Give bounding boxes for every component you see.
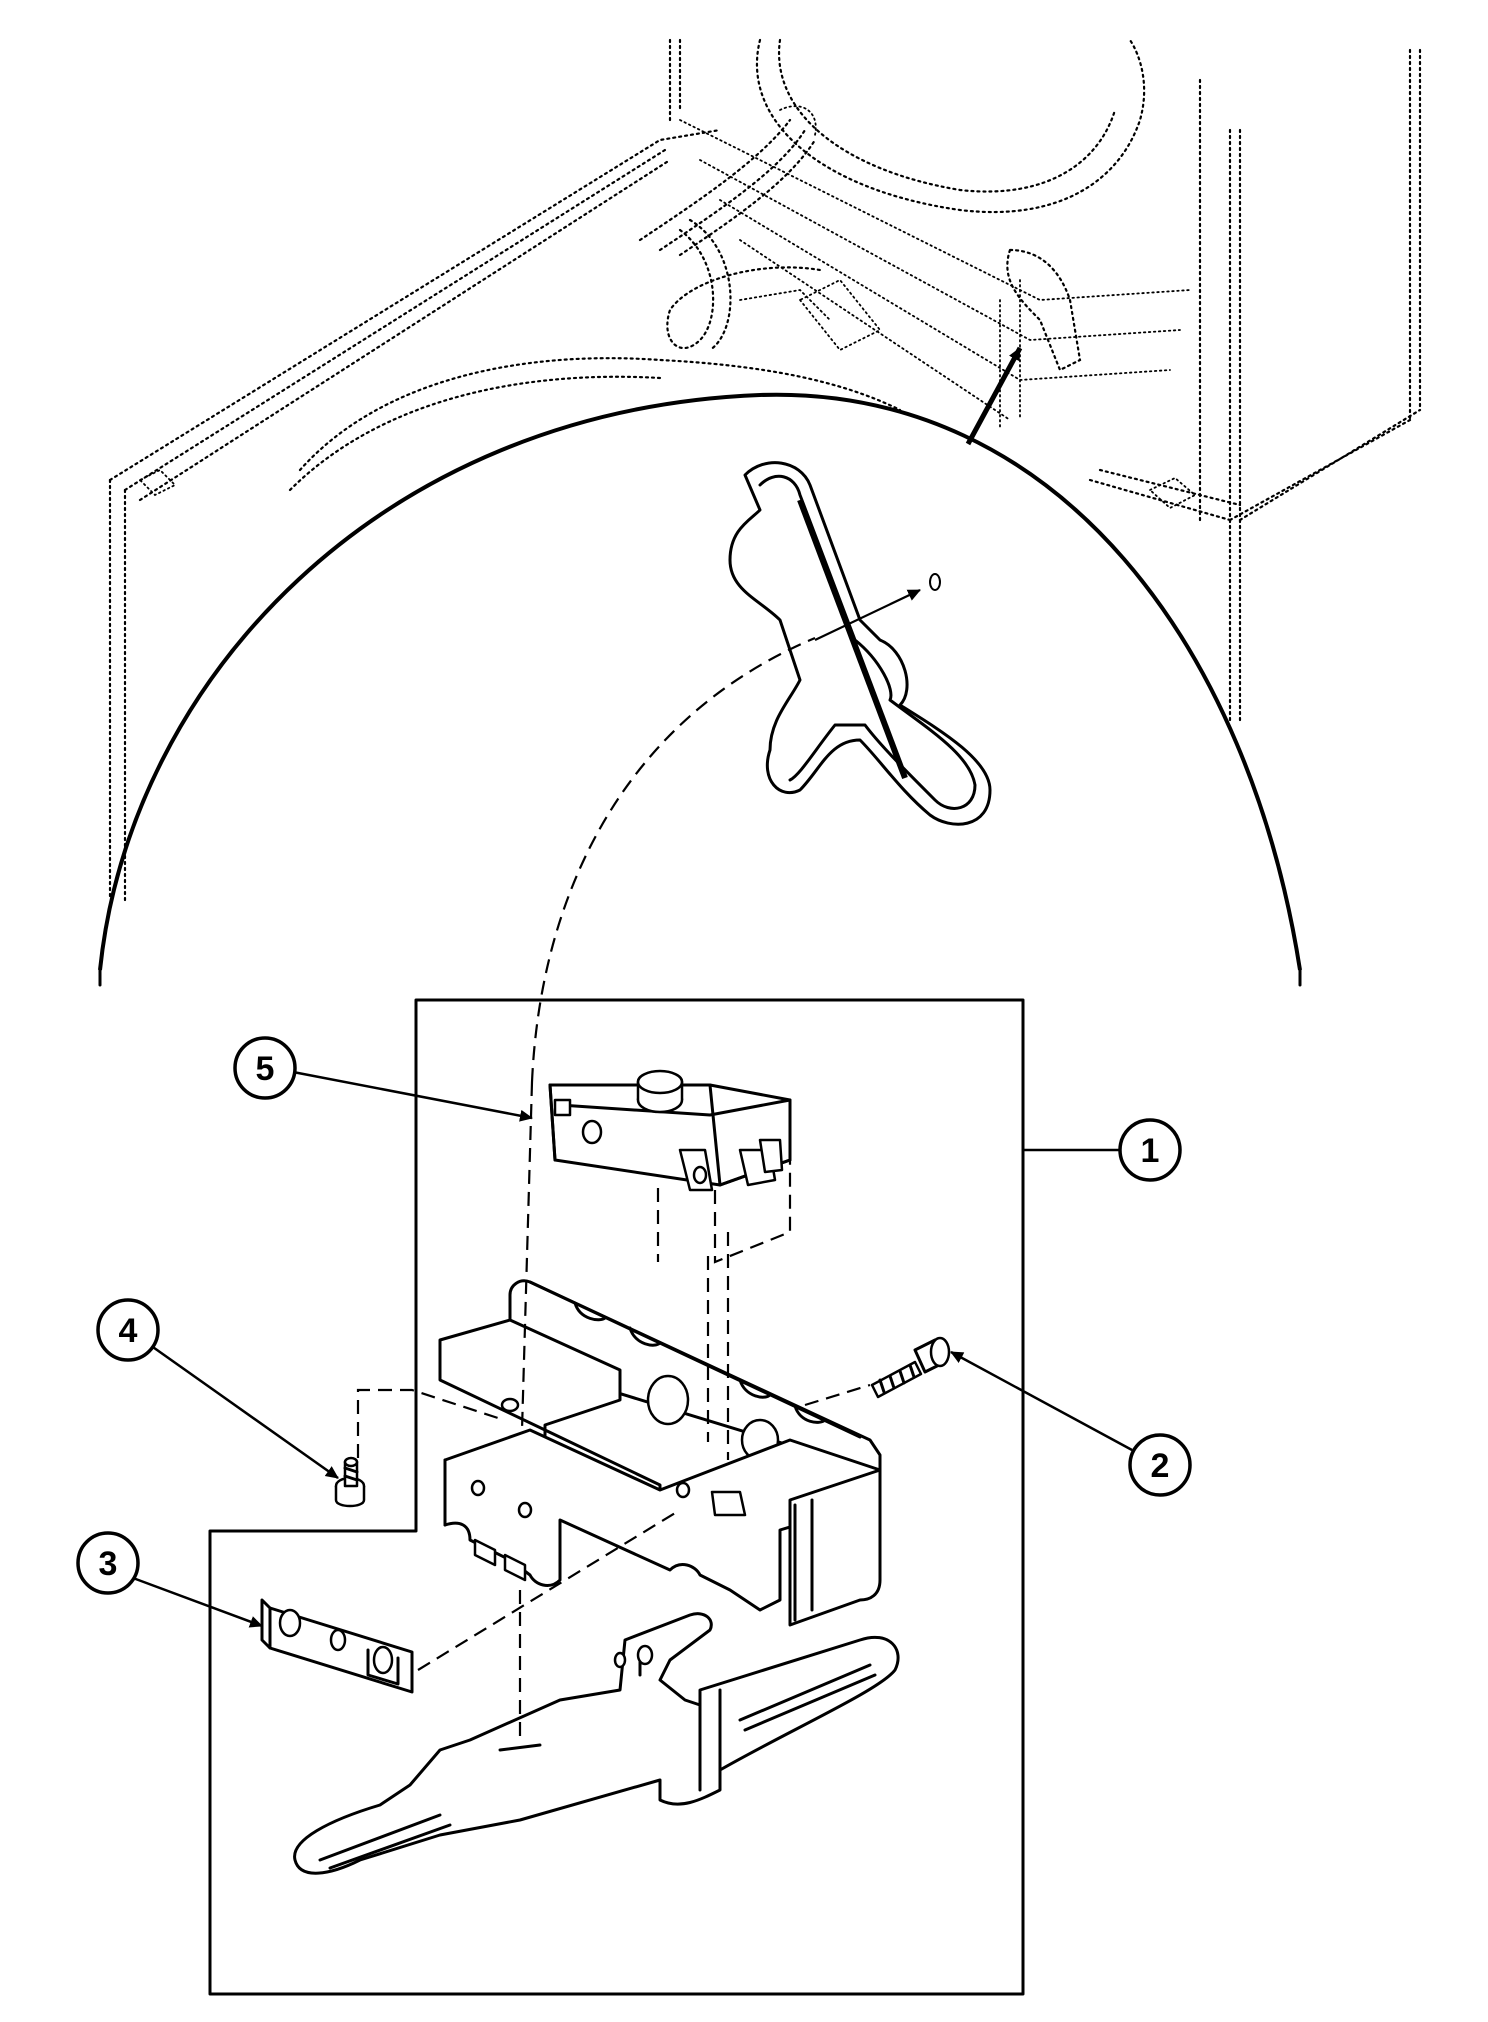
location-arrow <box>965 346 1023 446</box>
callout-2-label: 2 <box>1151 1447 1170 1485</box>
screw-part-2 <box>870 1336 951 1399</box>
plate-part <box>260 1598 414 1694</box>
callout-4-label: 4 <box>119 1312 138 1350</box>
actuator-lever <box>293 1612 900 1875</box>
assembly-box <box>208 998 1025 1996</box>
appliance-cabinet <box>108 38 1422 902</box>
assembly-path-curve <box>530 636 816 1083</box>
screw-part-4 <box>334 1456 366 1508</box>
callout-4: 4 <box>96 1298 339 1480</box>
callout-3: 3 <box>76 1531 263 1628</box>
callout-5: 5 <box>233 1036 533 1122</box>
callout-2: 2 <box>950 1350 1192 1497</box>
assembly-path-lines <box>356 1081 871 1740</box>
insert-arrow <box>814 589 921 641</box>
callout-1: 1 <box>1023 1118 1182 1182</box>
switch-part <box>548 1069 792 1264</box>
callout-3-label: 3 <box>99 1545 118 1583</box>
switch-bracket <box>438 1279 882 1627</box>
callout-1-label: 1 <box>1141 1132 1160 1170</box>
magnified-view <box>98 392 1302 987</box>
actuator-opening <box>728 461 992 826</box>
callout-5-label: 5 <box>256 1050 275 1088</box>
